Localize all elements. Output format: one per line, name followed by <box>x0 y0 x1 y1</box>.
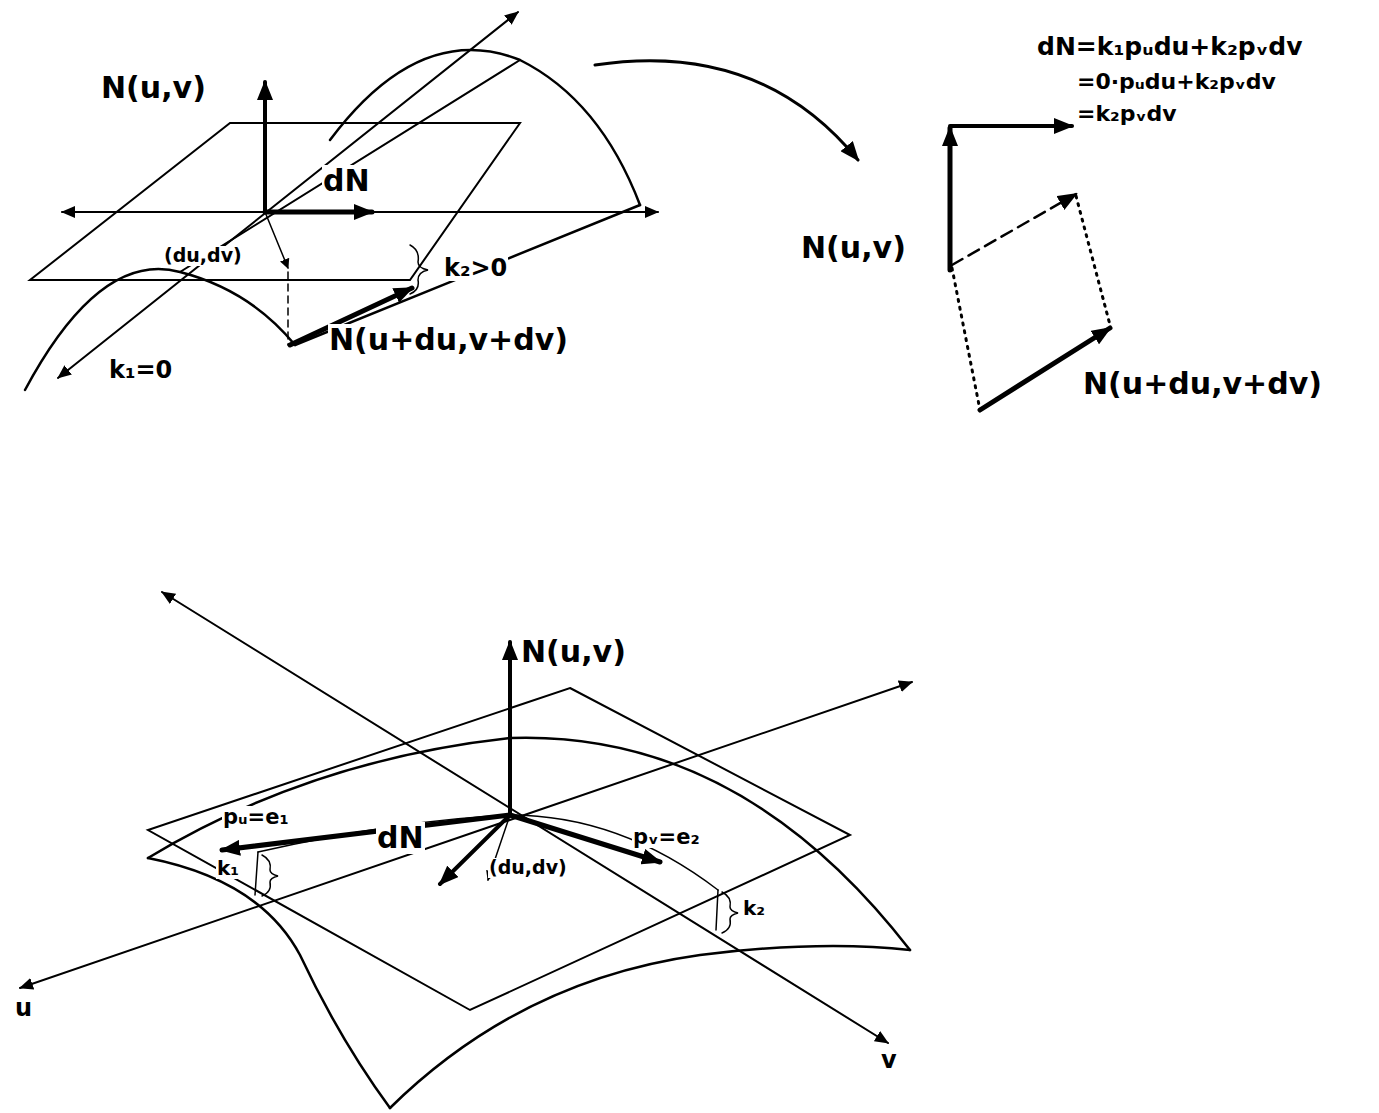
v-axis <box>162 592 888 1043</box>
normal-arrow <box>948 128 953 270</box>
math-label: (du,dv) <box>163 246 243 266</box>
surface-edge <box>148 738 910 950</box>
surface-edge <box>390 946 910 1108</box>
math-label: v <box>880 1048 898 1073</box>
axis <box>62 211 658 213</box>
math-label: dN <box>322 165 371 197</box>
u-axis <box>20 682 912 988</box>
direction-arrow <box>265 212 288 268</box>
math-label: k₁ <box>216 858 240 879</box>
dotted-line <box>952 268 980 410</box>
surface-curve <box>258 815 718 890</box>
tangent-plane <box>148 688 850 1010</box>
math-label: =0·pᵤdu+k₂pᵥdv <box>1076 70 1277 93</box>
normal-arrow <box>508 642 512 815</box>
curved-arrow <box>595 61 858 160</box>
math-label: N(u,v) <box>100 72 207 104</box>
math-label: N(u,v) <box>800 232 907 264</box>
math-label: dN <box>376 822 425 854</box>
math-label: =k₂pᵥdv <box>1076 102 1178 125</box>
math-label: N(u+du,v+dv) <box>1082 368 1323 400</box>
surface-edge <box>148 858 390 1108</box>
brace <box>722 892 738 933</box>
dashed-line <box>287 272 289 345</box>
dn-arrow <box>265 210 372 215</box>
brace <box>262 855 278 896</box>
math-label: k₂ <box>742 898 766 919</box>
math-label: N(u+du,v+dv) <box>328 324 569 356</box>
math-label: pᵤ=e₁ <box>222 806 290 828</box>
dashed-arrow <box>952 194 1076 265</box>
dn-arrow <box>950 124 1072 128</box>
math-label: (du,dv) <box>488 858 568 878</box>
normal-arrow <box>263 82 267 212</box>
math-label: dN=k₁pᵤdu+k₂pᵥdv <box>1036 34 1303 60</box>
surface-curve <box>255 852 718 930</box>
math-label: pᵥ=e₂ <box>632 826 701 848</box>
math-label: u <box>14 996 33 1021</box>
math-label: k₂>0 <box>443 256 508 281</box>
dotted-line <box>1076 196 1110 325</box>
math-label: k₁=0 <box>108 358 173 383</box>
brace <box>410 245 428 294</box>
math-label: N(u,v) <box>520 636 627 668</box>
